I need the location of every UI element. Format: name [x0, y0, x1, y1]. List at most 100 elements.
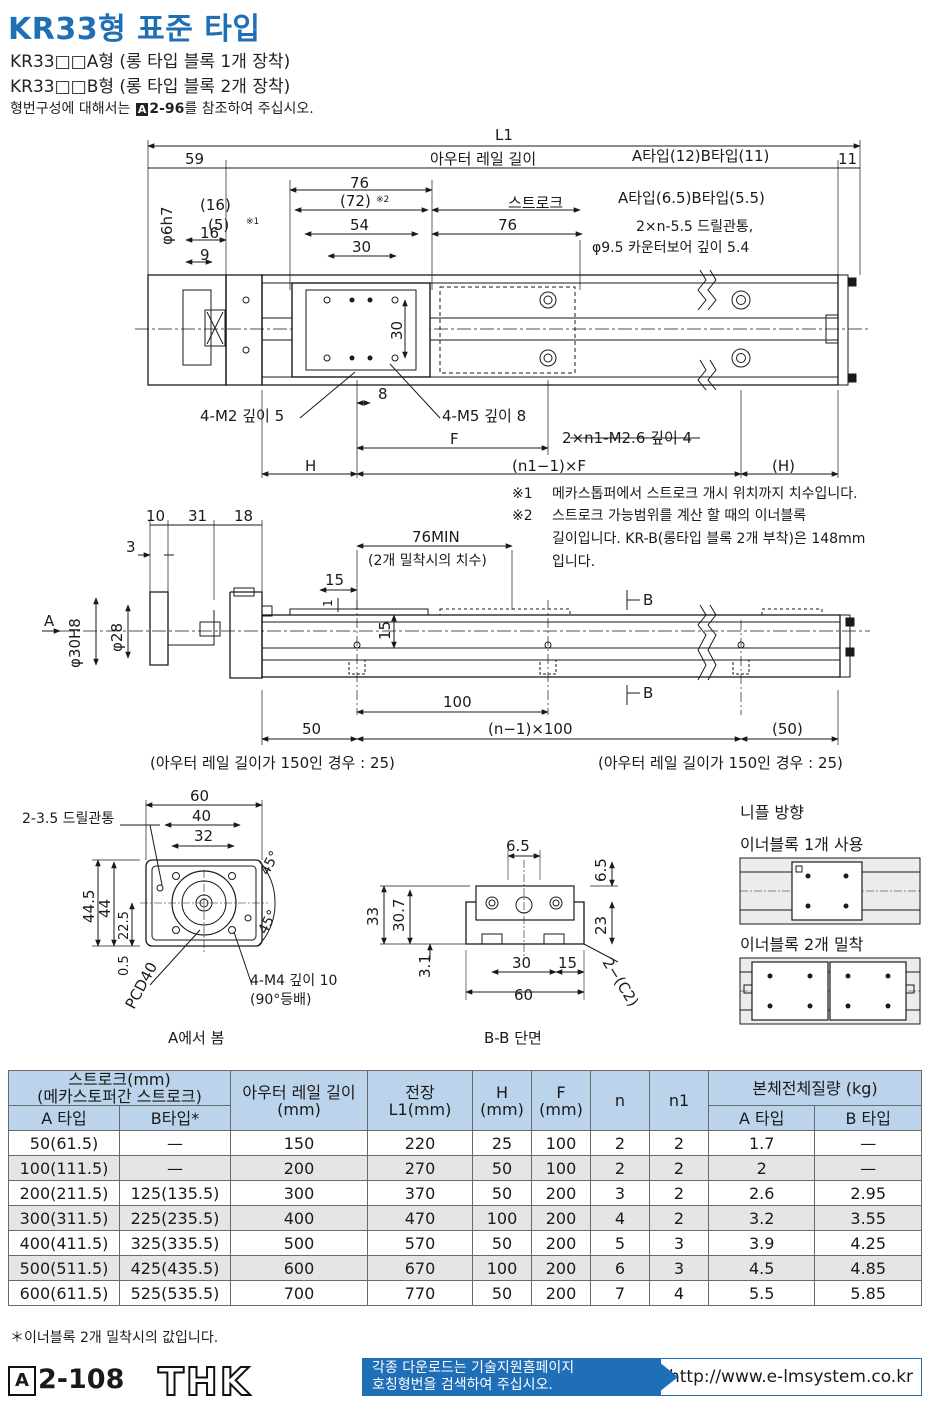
svg-text:φ6h7: φ6h7: [158, 207, 176, 246]
svg-text:(5): (5): [208, 216, 229, 234]
table-cell: 200: [531, 1180, 591, 1206]
svg-text:φ28: φ28: [108, 623, 126, 652]
view-bb: [380, 850, 619, 1000]
svg-text:A타입(6.5)B타입(5.5): A타입(6.5)B타입(5.5): [618, 189, 765, 207]
table-cell: 325(335.5): [119, 1230, 231, 1256]
table-cell: 50: [472, 1280, 532, 1306]
svg-text:30: 30: [352, 238, 371, 256]
svg-text:3: 3: [126, 538, 136, 556]
table-cell: 3.55: [814, 1205, 922, 1231]
svg-text:B: B: [643, 684, 653, 702]
svg-text:이너블록 1개 사용: 이너블록 1개 사용: [740, 835, 863, 854]
table-cell: 300: [230, 1180, 368, 1206]
top-view: [135, 140, 870, 478]
th-f: F(mm): [531, 1070, 591, 1131]
svg-text:8: 8: [378, 385, 388, 403]
svg-text:(2개 밀착시의 치수): (2개 밀착시의 치수): [368, 553, 487, 569]
table-cell: 100: [531, 1155, 591, 1181]
svg-text:15: 15: [376, 621, 394, 640]
svg-text:76MIN: 76MIN: [412, 528, 460, 546]
table-cell: 150: [230, 1130, 368, 1156]
footnote: ＊이너블록 2개 밀착시의 값입니다.: [10, 1330, 219, 1346]
table-cell: 50(61.5): [8, 1130, 120, 1156]
svg-text:B: B: [643, 591, 653, 609]
table-cell: 50: [472, 1155, 532, 1181]
table-cell: 3: [590, 1180, 650, 1206]
svg-text:B-B 단면: B-B 단면: [484, 1029, 542, 1047]
subtitle-b-type: KR33□□B형 (롱 타입 블록 2개 장착): [10, 77, 291, 97]
th-mass-a: A 타입: [707, 1105, 816, 1131]
svg-text:30.7: 30.7: [390, 899, 408, 932]
table-cell: 2.6: [707, 1180, 816, 1206]
view-a: [92, 800, 276, 986]
svg-text:(50): (50): [772, 720, 803, 738]
svg-text:(H): (H): [772, 457, 795, 475]
table-cell: 125(135.5): [119, 1180, 231, 1206]
table-cell: —: [119, 1155, 231, 1181]
table-cell: 2.95: [814, 1180, 922, 1206]
table-cell: 4.25: [814, 1230, 922, 1256]
svg-text:60: 60: [514, 986, 533, 1004]
svg-text:76: 76: [498, 216, 517, 234]
table-cell: 270: [367, 1155, 473, 1181]
table-cell: 700: [230, 1280, 368, 1306]
svg-text:15: 15: [325, 571, 344, 589]
svg-text:이너블록 2개 밀착: 이너블록 2개 밀착: [740, 935, 864, 954]
ref-post: 를 참조하여 주십시오.: [184, 101, 314, 117]
svg-text:100: 100: [443, 693, 472, 711]
th-h: H(mm): [472, 1070, 532, 1131]
table-cell: 200: [230, 1155, 368, 1181]
table-cell: 2: [649, 1155, 709, 1181]
table-cell: 100: [472, 1255, 532, 1281]
table-cell: 600: [230, 1255, 368, 1281]
svg-text:4-M5 깊이 8: 4-M5 깊이 8: [442, 407, 526, 425]
svg-text:59: 59: [185, 150, 204, 168]
website-link[interactable]: http://www.e-lmsystem.co.kr: [660, 1358, 922, 1396]
svg-text:9: 9: [200, 246, 210, 264]
table-cell: 425(435.5): [119, 1255, 231, 1281]
svg-text:※2: ※2: [376, 195, 389, 205]
table-cell: —: [814, 1155, 922, 1181]
svg-text:40: 40: [192, 807, 211, 825]
table-cell: 770: [367, 1280, 473, 1306]
side-view-labels: 10 31 18 3 76MIN (2개 밀착시의 치수) 15 1 15 A …: [44, 507, 843, 772]
table-cell: 200: [531, 1255, 591, 1281]
th-mass: 본체전체질량 (kg): [708, 1070, 922, 1106]
svg-text:(72): (72): [340, 192, 371, 210]
svg-text:※1: ※1: [512, 486, 533, 502]
th-stroke: 스트로크(mm)(메카스토퍼간 스트로크): [8, 1070, 231, 1106]
table-cell: 2: [590, 1130, 650, 1156]
table-cell: 4: [590, 1205, 650, 1231]
table-cell: 7: [590, 1280, 650, 1306]
svg-text:18: 18: [234, 507, 253, 525]
table-cell: 2: [649, 1205, 709, 1231]
th-a-type: A 타입: [8, 1105, 120, 1131]
table-cell: 3: [649, 1230, 709, 1256]
svg-text:길이입니다. KR-B(롱타입 블록 2개 부착)은 148: 길이입니다. KR-B(롱타입 블록 2개 부착)은 148mm: [552, 531, 865, 547]
table-cell: 500(511.5): [8, 1255, 120, 1281]
table-cell: 200: [531, 1230, 591, 1256]
svg-text:A: A: [44, 612, 55, 630]
svg-text:입니다.: 입니다.: [552, 554, 595, 570]
svg-text:45°: 45°: [255, 907, 281, 936]
table-cell: 200: [531, 1205, 591, 1231]
svg-text:2×n-5.5 드릴관통,: 2×n-5.5 드릴관통,: [636, 219, 753, 235]
svg-text:6.5: 6.5: [506, 837, 530, 855]
svg-text:23: 23: [592, 916, 610, 935]
table-cell: —: [119, 1130, 231, 1156]
table-cell: 5.85: [814, 1280, 922, 1306]
svg-text:(n1−1)×F: (n1−1)×F: [512, 457, 586, 475]
ref-page-link[interactable]: 2-96: [149, 101, 185, 117]
table-cell: 100(111.5): [8, 1155, 120, 1181]
th-b-type: B타입*: [119, 1105, 231, 1131]
table-cell: 670: [367, 1255, 473, 1281]
svg-text:11: 11: [838, 150, 857, 168]
svg-text:(아우터 레일 길이가 150인 경우 : 25): (아우터 레일 길이가 150인 경우 : 25): [150, 754, 395, 772]
table-cell: 400(411.5): [8, 1230, 120, 1256]
svg-text:50: 50: [302, 720, 321, 738]
table-cell: 100: [531, 1130, 591, 1156]
